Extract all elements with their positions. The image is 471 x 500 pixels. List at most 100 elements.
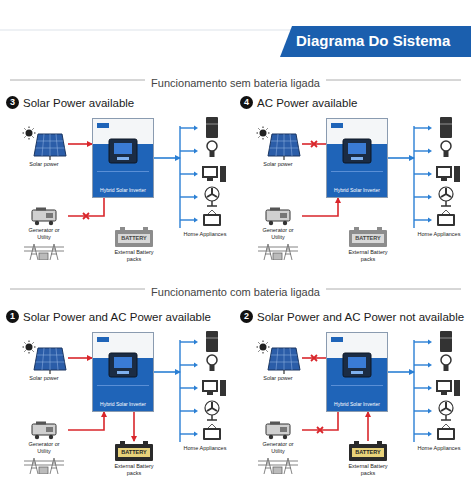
panel-title: AC Power available xyxy=(257,97,357,109)
panel-title: Solar Power and AC Power not available xyxy=(257,311,464,323)
node-label: Solar power xyxy=(20,375,68,382)
battery-label: BATTERY xyxy=(118,449,150,456)
node-label: External Battery packs xyxy=(114,249,154,263)
solar-source: Solar power xyxy=(254,126,302,168)
home-appliances: Home Appliances xyxy=(176,330,234,452)
inverter-box: Hybrid Solar Inverter xyxy=(92,332,154,412)
solar-source: Solar power xyxy=(20,126,68,168)
power-wire xyxy=(388,371,414,373)
cut-cross xyxy=(311,141,317,147)
appliances-icon xyxy=(176,116,234,230)
battery-label: BATTERY xyxy=(352,235,384,242)
node-label: Solar power xyxy=(20,161,68,168)
home-appliances: Home Appliances xyxy=(410,116,468,238)
callout-number: 3 xyxy=(6,96,19,109)
section-label: Funcionamento sem bateria ligada xyxy=(145,77,326,89)
generator-icon xyxy=(20,420,68,440)
solar-panel-icon xyxy=(254,340,302,374)
generator-icon xyxy=(254,420,302,440)
inverter-box: Hybrid Solar Inverter xyxy=(326,118,388,198)
panel-title: Solar Power available xyxy=(23,97,134,109)
power-wire xyxy=(154,157,180,159)
power-wire xyxy=(68,412,104,430)
panel-heading: 3 Solar Power available xyxy=(6,96,134,109)
generator-source: Generator or Utility xyxy=(254,206,302,260)
appliances-icon xyxy=(176,330,234,444)
node-label: Home Appliances xyxy=(410,445,468,452)
node-label: Hybrid Solar Inverter xyxy=(93,401,153,407)
utility-pylon-icon xyxy=(20,456,68,474)
inverter-face xyxy=(327,333,387,411)
power-wire xyxy=(133,412,135,441)
scenario-panel: 1 Solar Power and AC Power available Sola… xyxy=(4,310,236,492)
node-label: Generator or Utility xyxy=(20,440,68,456)
node-label: Home Appliances xyxy=(176,445,234,452)
node-label: Hybrid Solar Inverter xyxy=(327,187,387,193)
power-wire xyxy=(68,198,104,216)
node-label: Generator or Utility xyxy=(254,440,302,456)
callout-number: 2 xyxy=(240,310,253,323)
cut-cross xyxy=(311,355,317,361)
solar-panel-icon xyxy=(20,340,68,374)
utility-pylon-icon xyxy=(20,242,68,260)
power-wire xyxy=(302,412,338,430)
appliances-icon xyxy=(410,330,468,444)
panel-heading: 4 AC Power available xyxy=(240,96,357,109)
scenario-panel: 4 AC Power available Solar powerGenerator… xyxy=(238,96,470,278)
node-label: Hybrid Solar Inverter xyxy=(327,401,387,407)
node-label: External Battery packs xyxy=(348,463,388,477)
power-wire xyxy=(154,371,180,373)
utility-pylon-icon xyxy=(254,456,302,474)
generator-source: Generator or Utility xyxy=(20,206,68,260)
battery-pack: BATTERY External Battery packs xyxy=(114,230,154,263)
node-label: External Battery packs xyxy=(348,249,388,263)
power-wire xyxy=(302,198,338,216)
battery-pack: BATTERY External Battery packs xyxy=(348,444,388,477)
callout-number: 1 xyxy=(6,310,19,323)
node-label: Home Appliances xyxy=(176,231,234,238)
node-label: External Battery packs xyxy=(114,463,154,477)
battery-body: BATTERY xyxy=(349,444,387,461)
battery-pack: BATTERY External Battery packs xyxy=(348,230,388,263)
home-appliances: Home Appliances xyxy=(176,116,234,238)
inverter-box: Hybrid Solar Inverter xyxy=(326,332,388,412)
power-wire xyxy=(388,157,414,159)
solar-panel-icon xyxy=(254,126,302,160)
inverter-face xyxy=(327,119,387,197)
solar-panel-icon xyxy=(20,126,68,160)
node-label: Generator or Utility xyxy=(20,226,68,242)
node-label: Solar power xyxy=(254,375,302,382)
callout-number: 4 xyxy=(240,96,253,109)
cut-cross xyxy=(317,427,323,433)
cut-cross xyxy=(83,213,89,219)
node-label: Solar power xyxy=(254,161,302,168)
node-label: Home Appliances xyxy=(410,231,468,238)
home-appliances: Home Appliances xyxy=(410,330,468,452)
generator-icon xyxy=(254,206,302,226)
section-label: Funcionamento com bateria ligada xyxy=(145,286,326,298)
inverter-face xyxy=(93,333,153,411)
solar-source: Solar power xyxy=(20,340,68,382)
power-wire xyxy=(367,412,369,441)
node-label: Generator or Utility xyxy=(254,226,302,242)
appliances-icon xyxy=(410,116,468,230)
inverter-face xyxy=(93,119,153,197)
utility-pylon-icon xyxy=(254,242,302,260)
generator-source: Generator or Utility xyxy=(254,420,302,474)
panel-title: Solar Power and AC Power available xyxy=(23,311,211,323)
solar-source: Solar power xyxy=(254,340,302,382)
battery-body: BATTERY xyxy=(115,230,153,247)
generator-source: Generator or Utility xyxy=(20,420,68,474)
battery-body: BATTERY xyxy=(349,230,387,247)
panel-heading: 1 Solar Power and AC Power available xyxy=(6,310,211,323)
battery-label: BATTERY xyxy=(118,235,150,242)
battery-label: BATTERY xyxy=(352,449,384,456)
node-label: Hybrid Solar Inverter xyxy=(93,187,153,193)
inverter-box: Hybrid Solar Inverter xyxy=(92,118,154,198)
title: Diagrama Do Sistema xyxy=(296,32,471,49)
scenario-panel: 2Solar Power and AC Power not available … xyxy=(238,310,470,492)
top-rule xyxy=(0,30,300,31)
generator-icon xyxy=(20,206,68,226)
scenario-panel: 3 Solar Power available Solar powerGenera… xyxy=(4,96,236,278)
